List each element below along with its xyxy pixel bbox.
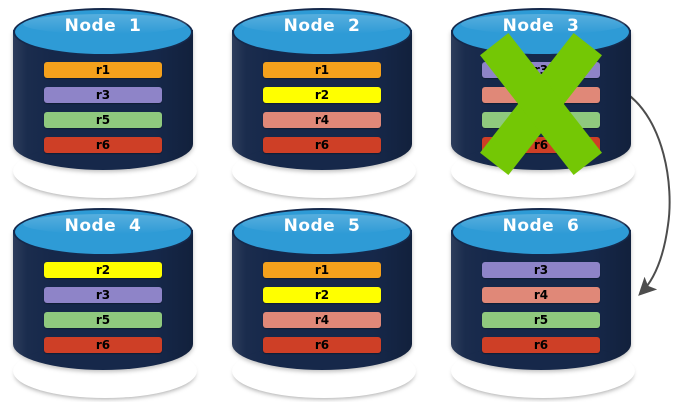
node-4-title: Node 4 (64, 216, 142, 236)
node-4[interactable]: Node 4 r2 r3 r5 r6 (13, 208, 193, 386)
node-2-title: Node 2 (283, 16, 361, 36)
record-bar[interactable]: r1 (263, 262, 381, 278)
record-bar[interactable]: r4 (482, 287, 600, 303)
record-bar[interactable]: r5 (482, 312, 600, 328)
node-1[interactable]: Node 1 r1 r3 r5 r6 (13, 8, 193, 186)
record-bar[interactable]: r2 (263, 287, 381, 303)
record-bar[interactable]: r4 (482, 87, 600, 103)
record-bar[interactable]: r3 (44, 287, 162, 303)
node-6-title: Node 6 (502, 216, 580, 236)
record-bar[interactable]: r6 (44, 337, 162, 353)
record-bar[interactable]: r6 (44, 137, 162, 153)
node-1-records: r1 r3 r5 r6 (44, 62, 162, 153)
record-bar[interactable]: r4 (263, 312, 381, 328)
node-2[interactable]: Node 2 r1 r2 r4 r6 (232, 8, 412, 186)
node-6-records: r3 r4 r5 r6 (482, 262, 600, 353)
node-6[interactable]: Node 6 r3 r4 r5 r6 (451, 208, 631, 386)
node-5-records: r1 r2 r4 r6 (263, 262, 381, 353)
node-3[interactable]: Node 3 r3 r4 r5 r6 (451, 8, 631, 186)
record-bar[interactable]: r2 (263, 87, 381, 103)
record-bar[interactable]: r3 (44, 87, 162, 103)
record-bar[interactable]: r6 (482, 337, 600, 353)
record-bar[interactable]: r6 (482, 137, 600, 153)
record-bar[interactable]: r1 (263, 62, 381, 78)
record-bar[interactable]: r4 (263, 112, 381, 128)
record-bar[interactable]: r6 (263, 337, 381, 353)
node-3-records: r3 r4 r5 r6 (482, 62, 600, 153)
node-5-title: Node 5 (283, 216, 361, 236)
record-bar[interactable]: r3 (482, 262, 600, 278)
record-bar[interactable]: r6 (263, 137, 381, 153)
record-bar[interactable]: r5 (482, 112, 600, 128)
node-1-title: Node 1 (64, 16, 142, 36)
node-5[interactable]: Node 5 r1 r2 r4 r6 (232, 208, 412, 386)
node-2-records: r1 r2 r4 r6 (263, 62, 381, 153)
record-bar[interactable]: r5 (44, 312, 162, 328)
node-4-records: r2 r3 r5 r6 (44, 262, 162, 353)
failover-arrow-path (625, 92, 671, 296)
node-3-title: Node 3 (502, 16, 580, 36)
record-bar[interactable]: r2 (44, 262, 162, 278)
record-bar[interactable]: r1 (44, 62, 162, 78)
record-bar[interactable]: r5 (44, 112, 162, 128)
record-bar[interactable]: r3 (482, 62, 600, 78)
